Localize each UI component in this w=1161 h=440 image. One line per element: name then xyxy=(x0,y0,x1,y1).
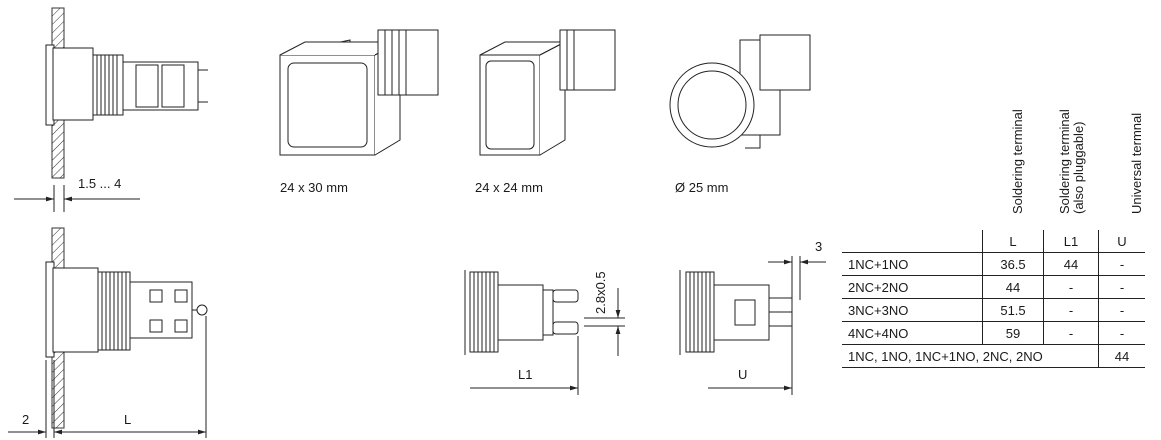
cell-U: - xyxy=(1098,298,1145,322)
pin-offset-label: 3 xyxy=(815,239,823,254)
cell-L1: - xyxy=(1043,275,1099,299)
header-L1: L1 xyxy=(1043,230,1099,253)
header-soldering-pluggable-line1: Soldering terminal xyxy=(1057,109,1072,214)
panel-thickness-dimension xyxy=(14,185,140,212)
cell-contacts: 2NC+2NO xyxy=(842,275,983,299)
terminal-detail-soldering xyxy=(464,270,579,355)
cell-contacts: 1NC+1NO xyxy=(842,252,983,276)
length-l1-label: L1 xyxy=(518,367,533,382)
variant-label-round: Ø 25 mm xyxy=(675,180,729,195)
cell-L: 51.5 xyxy=(982,298,1044,322)
cell-U: - xyxy=(1098,321,1145,345)
cell-L1: - xyxy=(1043,298,1099,322)
variant-round-25 xyxy=(669,34,811,149)
header-soldering: Soldering terminal xyxy=(1010,109,1025,214)
variant-label-square: 24 x 24 mm xyxy=(475,180,543,195)
panel-thickness-label: 1.5 ... 4 xyxy=(78,176,122,191)
table-row: 1NC+1NO 36.5 44 - xyxy=(842,252,1145,276)
dimension-U xyxy=(708,256,826,395)
terminal-detail-universal xyxy=(679,270,792,355)
variant-rect-24x30 xyxy=(279,29,439,156)
header-contacts xyxy=(842,230,983,253)
side-view-bottom xyxy=(45,227,208,429)
table-row: 4NC+4NO 59 - - xyxy=(842,321,1145,345)
cell-L1: - xyxy=(1043,321,1099,345)
gap-label: 2 xyxy=(22,412,30,427)
side-view-top xyxy=(45,7,208,179)
cell-U: - xyxy=(1098,252,1145,276)
cell-U-span: 44 xyxy=(1098,344,1145,368)
header-soldering-pluggable-line2: (also pluggable) xyxy=(1071,121,1086,214)
table-header-row: L L1 U xyxy=(842,230,1145,253)
header-universal: Universal termnal xyxy=(1129,112,1144,214)
cell-contacts-span: 1NC, 1NO, 1NC+1NO, 2NC, 2NO xyxy=(842,344,1099,368)
cell-L: 59 xyxy=(982,321,1044,345)
length-u-label: U xyxy=(738,367,748,382)
dimension-L1 xyxy=(470,336,579,395)
cell-L: 44 xyxy=(982,275,1044,299)
table-row: 2NC+2NO 44 - - xyxy=(842,275,1145,299)
cell-contacts: 3NC+3NO xyxy=(842,298,983,322)
length-dimension-L xyxy=(8,316,207,438)
header-U: U xyxy=(1098,230,1145,253)
variant-square-24x24 xyxy=(479,29,616,156)
cell-contacts: 4NC+4NO xyxy=(842,321,983,345)
cell-L1: 44 xyxy=(1043,252,1099,276)
header-L: L xyxy=(982,230,1044,253)
pin-size-label: 2.8x0.5 xyxy=(593,271,608,314)
cell-L: 36.5 xyxy=(982,252,1044,276)
length-label: L xyxy=(124,412,132,427)
cell-U: - xyxy=(1098,275,1145,299)
table-row: 3NC+3NO 51.5 - - xyxy=(842,298,1145,322)
pin-dimension xyxy=(584,288,625,356)
spec-table: L L1 U 1NC+1NO 36.5 44 - 2NC+2NO 44 - - … xyxy=(842,230,1145,368)
table-row-span: 1NC, 1NO, 1NC+1NO, 2NC, 2NO 44 xyxy=(842,344,1145,368)
variant-label-rect: 24 x 30 mm xyxy=(280,180,348,195)
